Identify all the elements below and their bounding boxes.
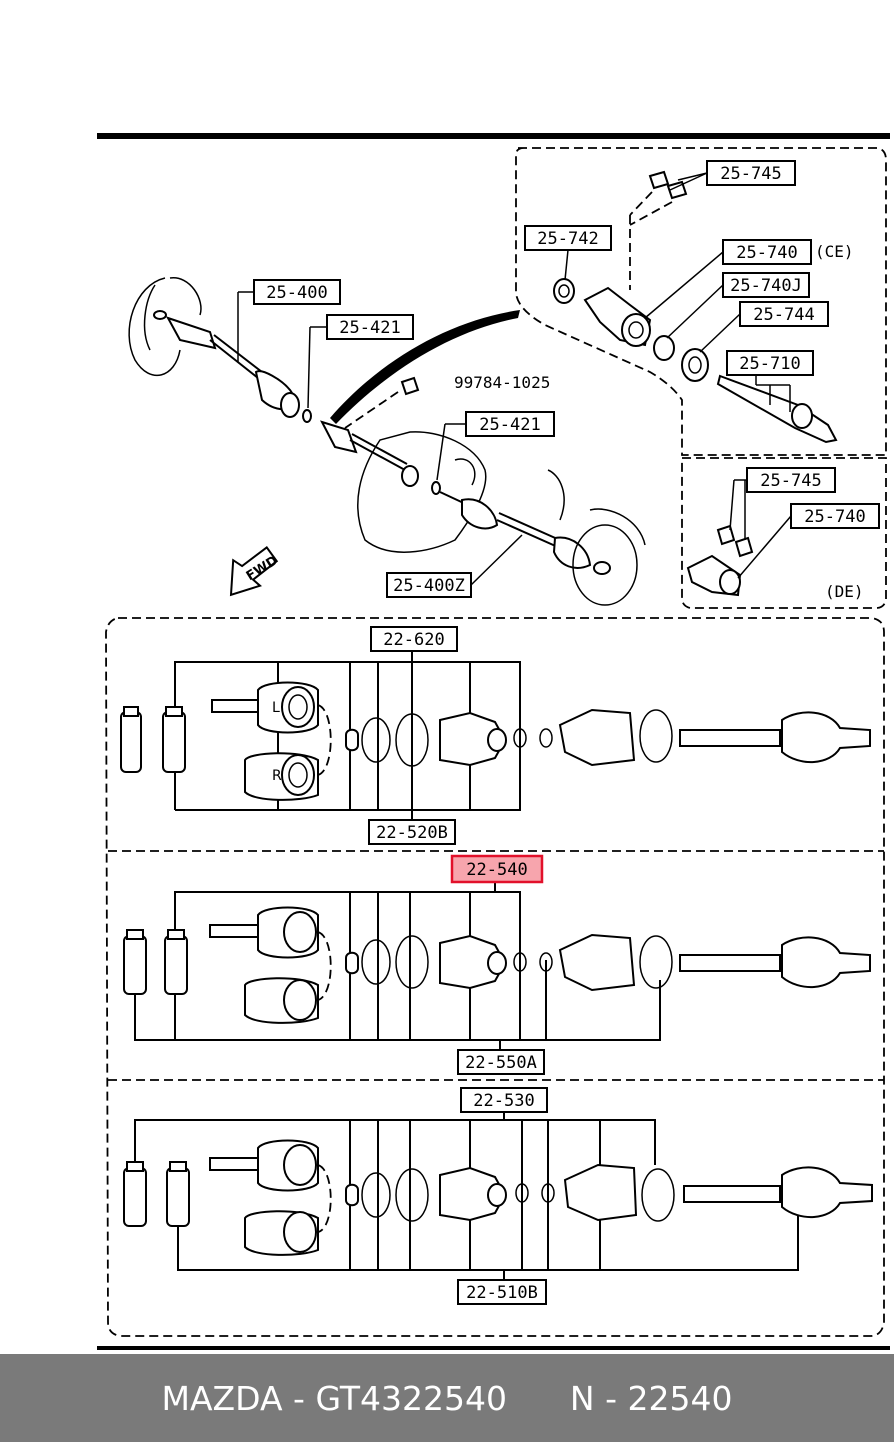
part-label-25-745-de[interactable]: 25-745 <box>746 467 836 493</box>
bearing-detail-parts <box>553 170 838 597</box>
part-label-text: 25-421 <box>479 415 540 435</box>
part-label-box <box>465 411 555 437</box>
part-label-box <box>524 225 612 251</box>
part-label-25-740-ce[interactable]: 25-740 <box>722 239 812 265</box>
part-label-text: 25-740J <box>730 276 802 296</box>
part-label-text: 25-740 <box>804 507 865 527</box>
part-label-text: 25-400 <box>266 283 327 303</box>
part-label-22-620[interactable]: 22-620 <box>370 626 458 652</box>
part-label-box <box>457 1279 547 1305</box>
highlighted-part-22-540[interactable]: 22-540 <box>450 854 544 884</box>
part-label-text: 25-745 <box>720 164 781 184</box>
part-label-25-400Z[interactable]: 25-400Z <box>386 572 472 598</box>
part-label-text: 22-520B <box>376 823 448 843</box>
part-label-box <box>722 272 810 298</box>
footer-spacer <box>507 1379 570 1418</box>
ce-variant-note: (CE) <box>815 242 854 261</box>
part-label-box <box>457 1049 545 1075</box>
part-label-text: 25-421 <box>339 318 400 338</box>
part-label-25-740-de[interactable]: 25-740 <box>790 503 880 529</box>
joint-left-marker: L <box>272 700 280 716</box>
part-label-25-421-b[interactable]: 25-421 <box>465 411 555 437</box>
row-22-530 <box>123 1110 873 1282</box>
part-label-25-740J[interactable]: 25-740J <box>722 272 810 298</box>
footer-reference: N - 22540 <box>569 1378 733 1418</box>
part-label-25-421-a[interactable]: 25-421 <box>326 314 414 340</box>
part-label-box <box>739 301 829 327</box>
part-label-25-400[interactable]: 25-400 <box>253 279 341 305</box>
part-label-box <box>368 819 456 845</box>
part-label-box <box>370 626 458 652</box>
de-variant-note: (DE) <box>825 582 864 601</box>
part-label-box <box>460 1087 548 1113</box>
part-label-text: 25-710 <box>739 354 800 374</box>
footer-bar: MAZDA - GT4322540 N - 22540 <box>0 1354 894 1442</box>
bearing-detail-frame <box>515 147 887 456</box>
part-label-text: 25-400Z <box>393 576 465 596</box>
part-label-22-510B[interactable]: 22-510B <box>457 1279 547 1305</box>
driveshaft-assembly-illustration <box>128 277 646 606</box>
part-label-text: 25-740 <box>736 243 797 263</box>
part-label-25-742[interactable]: 25-742 <box>524 225 612 251</box>
part-labels: 25-745 25-742 25-740 25-740J 25-744 25-710 25-… <box>253 160 880 1305</box>
part-label-box <box>746 467 836 493</box>
part-label-25-745-top[interactable]: 25-745 <box>706 160 796 186</box>
part-label-box <box>722 239 812 265</box>
boot-kit-frame <box>105 617 885 1337</box>
part-label-22-520B[interactable]: 22-520B <box>368 819 456 845</box>
part-label-text: 25-742 <box>537 229 598 249</box>
part-label-box <box>706 160 796 186</box>
part-label-22-530[interactable]: 22-530 <box>460 1087 548 1113</box>
part-label-text: 22-620 <box>383 630 444 650</box>
part-label-text: 25-744 <box>753 305 814 325</box>
part-label-22-550A[interactable]: 22-550A <box>457 1049 545 1075</box>
part-label-text: 22-550A <box>465 1053 537 1073</box>
part-label-text: 22-510B <box>466 1283 538 1303</box>
part-label-25-710[interactable]: 25-710 <box>726 350 814 376</box>
highlighted-part-text: 22-540 <box>466 860 527 880</box>
row-22-540 <box>123 880 871 1052</box>
part-label-25-744[interactable]: 25-744 <box>739 301 829 327</box>
row-22-620 <box>120 652 871 822</box>
joint-right-marker: R <box>272 768 282 784</box>
part-label-box <box>726 350 814 376</box>
part-label-box <box>326 314 414 340</box>
upper-leaders <box>237 172 792 586</box>
part-label-box <box>790 503 880 529</box>
part-label-text: 22-530 <box>473 1091 534 1111</box>
footer-brand-part: MAZDA - GT4322540 <box>161 1378 507 1418</box>
part-label-box <box>386 572 472 598</box>
part-label-text: 25-745 <box>760 471 821 491</box>
bolt-part-number: 99784-1025 <box>454 373 550 392</box>
part-label-box <box>253 279 341 305</box>
